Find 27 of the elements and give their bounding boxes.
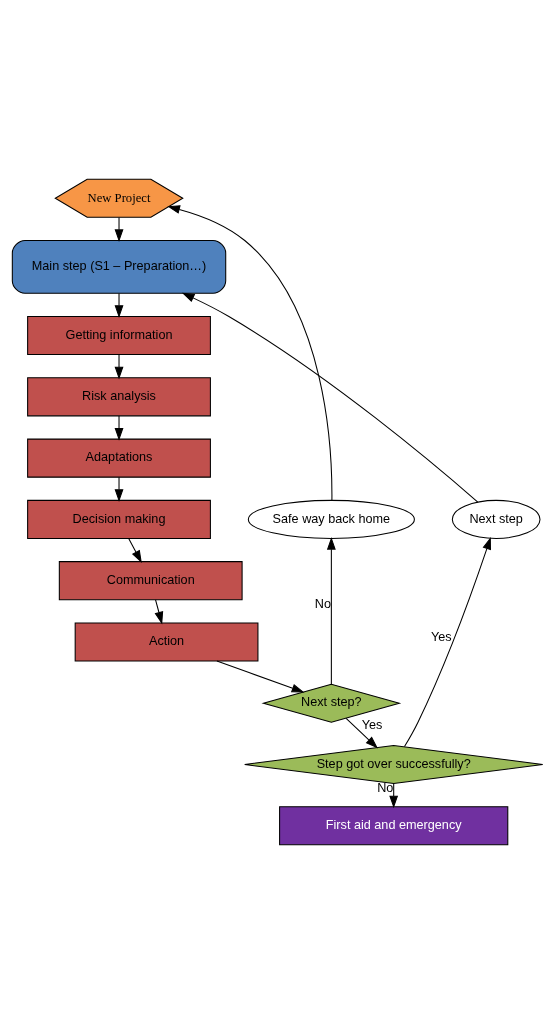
arrow: [181, 292, 479, 503]
edge-label: No: [314, 596, 331, 611]
arrow: [345, 717, 378, 749]
arrow: [114, 353, 124, 379]
node-box: Action: [74, 621, 259, 661]
arrow: [154, 598, 164, 624]
arrow: [128, 537, 142, 563]
arrow: [167, 204, 333, 501]
arrow: [389, 782, 399, 808]
node-box: Communication: [58, 560, 243, 600]
node-ellipse: Safe way back home: [247, 499, 415, 539]
arrow: [403, 536, 491, 747]
arrow: [114, 414, 124, 441]
arrow: [216, 660, 305, 692]
node-box: First aid and emergency: [279, 805, 509, 845]
node-box: Decision making: [27, 499, 211, 539]
edge-label: Yes: [430, 629, 452, 644]
arrow: [114, 476, 124, 502]
node-box: Getting information: [27, 315, 211, 355]
node-diamond: Step got over successfully?: [244, 744, 544, 784]
arrow: [326, 536, 336, 685]
node-box: Risk analysis: [27, 376, 211, 416]
node-box: Adaptations: [27, 438, 211, 478]
arrow: [114, 292, 124, 318]
node-box: Main step (S1 – Preparation…): [11, 239, 227, 294]
arrow: [114, 216, 124, 242]
node-ellipse: Next step: [451, 499, 541, 539]
